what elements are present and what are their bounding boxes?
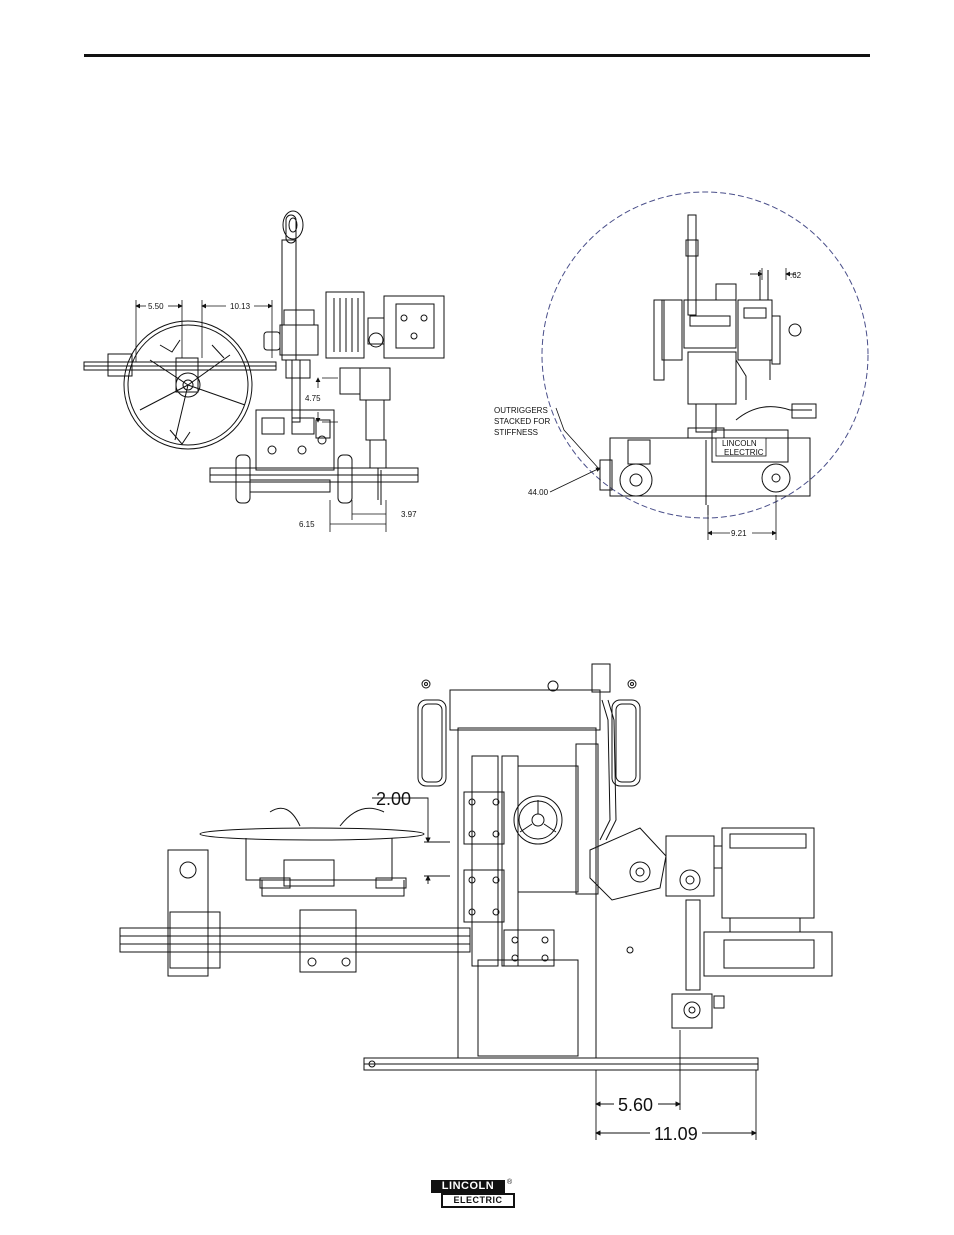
outriggers-note-line2: STACKED FOR (494, 417, 551, 426)
logo-line1: LINCOLN (431, 1180, 505, 1193)
dim-2-00: 2.00 (376, 789, 411, 809)
top-view-bottom (120, 664, 832, 1140)
logo-registered-mark: ® (507, 1179, 512, 1186)
dim-6-15: 6.15 (299, 520, 315, 529)
dim-10-13: 10.13 (230, 302, 251, 311)
dim-11-09: 11.09 (654, 1124, 698, 1144)
outriggers-note-line3: STIFFNESS (494, 428, 538, 437)
dim-4-75: 4.75 (305, 394, 321, 403)
side-view-right: LINCOLN ELECTRIC (542, 192, 868, 540)
logo-line2: ELECTRIC (441, 1193, 515, 1208)
wire-reel (124, 321, 252, 449)
front-view-left (84, 211, 444, 532)
dim-5-50: 5.50 (148, 302, 164, 311)
dim-9-21: 9.21 (731, 529, 747, 538)
dim-44-00: 44.00 (528, 488, 549, 497)
carriage-badge-line2: ELECTRIC (724, 448, 764, 457)
lincoln-electric-logo: LINCOLN ELECTRIC ® (427, 1178, 515, 1208)
dim-3-97: 3.97 (401, 510, 417, 519)
outriggers-note-line1: OUTRIGGERS (494, 406, 548, 415)
carriage-badge-line1: LINCOLN (722, 439, 757, 448)
dim-5-60: 5.60 (618, 1095, 653, 1115)
dim-0-62: .62 (790, 271, 802, 280)
dimension-lines (136, 300, 386, 532)
clearance-circle (542, 192, 868, 518)
